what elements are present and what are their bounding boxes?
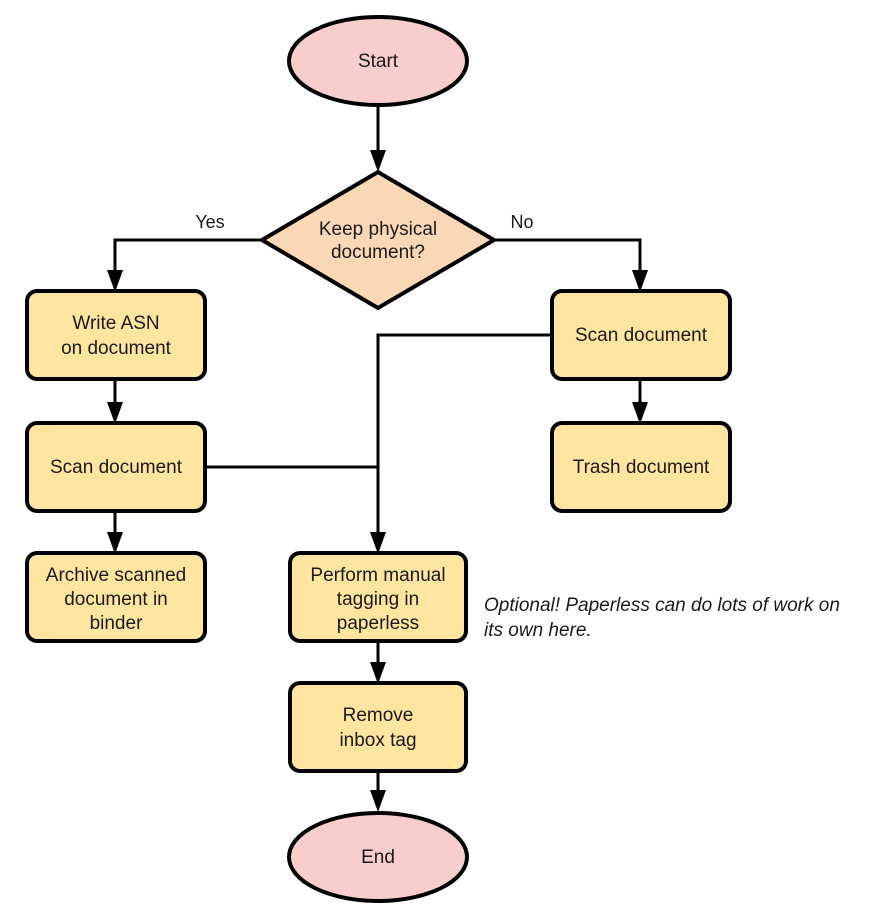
node-write-asn-on-document[interactable]: Write ASN on document — [25, 289, 207, 381]
edge-decision-yes — [107, 232, 274, 292]
node-archive-label-line2: document in — [64, 589, 168, 610]
node-scan-document-right[interactable]: Scan document — [550, 289, 732, 381]
edge-scanleft-to-archive — [107, 511, 123, 554]
edge-label-yes: Yes — [195, 212, 224, 232]
edge-start-to-decision — [370, 104, 386, 172]
edge-decision-no — [494, 238, 648, 292]
node-archive-scanned-document[interactable]: Archive scanned document in binder — [25, 551, 207, 643]
edge-writeasn-to-scanleft — [107, 379, 123, 424]
edge-label-no: No — [510, 212, 533, 232]
node-write-asn-label-line1: Write ASN — [72, 313, 159, 334]
node-scan-document-left-label: Scan document — [50, 457, 183, 478]
node-start[interactable]: Start — [287, 15, 469, 107]
edge-removeinbox-to-end — [370, 771, 386, 812]
node-decision-label-line1: Keep physical — [319, 219, 437, 240]
node-start-label: Start — [358, 51, 399, 72]
node-decision-label-line2: document? — [331, 242, 425, 263]
node-write-asn-label-line2: on document — [61, 338, 172, 359]
annotation-note-line2: its own here. — [484, 620, 592, 641]
node-trash-document[interactable]: Trash document — [550, 421, 732, 513]
node-end-label: End — [361, 847, 395, 868]
edge-scanright-to-trash — [632, 379, 648, 424]
node-end[interactable]: End — [287, 811, 469, 903]
node-scan-document-right-label: Scan document — [575, 325, 708, 346]
edge-scanright-to-tagging — [370, 333, 552, 554]
node-tagging-label-line2: tagging in — [337, 589, 419, 610]
node-trash-document-label: Trash document — [573, 457, 710, 478]
node-remove-inbox-label-line2: inbox tag — [339, 730, 416, 751]
edge-tagging-to-removeinbox — [370, 641, 386, 684]
node-decision-keep-physical-document[interactable]: Keep physical document? — [260, 170, 496, 310]
node-archive-label-line1: Archive scanned — [46, 565, 186, 586]
node-remove-inbox-tag[interactable]: Remove inbox tag — [288, 681, 468, 773]
node-scan-document-left[interactable]: Scan document — [25, 421, 207, 513]
node-tagging-label-line1: Perform manual — [310, 565, 445, 586]
node-tagging-label-line3: paperless — [337, 613, 419, 634]
node-perform-manual-tagging[interactable]: Perform manual tagging in paperless — [288, 551, 468, 643]
annotation-note-line1: Optional! Paperless can do lots of work … — [484, 595, 840, 616]
annotation-optional-note: Optional! Paperless can do lots of work … — [484, 595, 840, 641]
node-remove-inbox-label-line1: Remove — [343, 705, 414, 726]
node-archive-label-line3: binder — [90, 613, 143, 634]
